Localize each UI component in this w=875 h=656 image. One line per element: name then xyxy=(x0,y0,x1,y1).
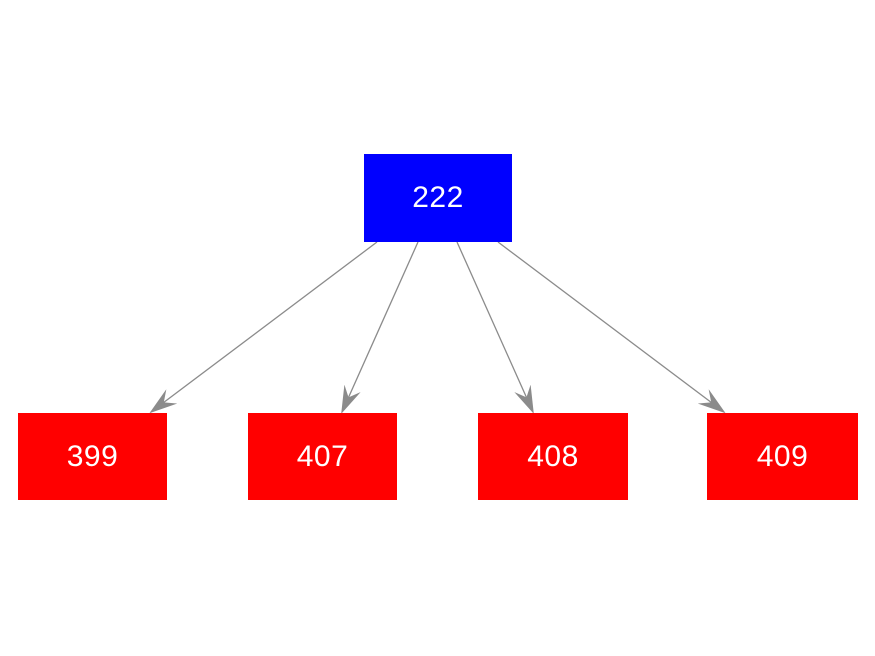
node-label: 408 xyxy=(527,439,579,473)
node-label: 409 xyxy=(756,439,809,473)
node-label: 399 xyxy=(66,439,119,473)
edge-222-to-399 xyxy=(149,241,378,414)
edge-222-to-407 xyxy=(341,241,419,414)
node-407: 407 xyxy=(248,413,397,500)
node-408: 408 xyxy=(478,413,628,500)
edge-222-to-408 xyxy=(456,241,534,414)
node-409: 409 xyxy=(707,413,858,500)
edge-222-to-409 xyxy=(497,241,726,414)
node-399: 399 xyxy=(18,413,167,500)
node-label: 222 xyxy=(412,181,464,214)
node-222: 222 xyxy=(364,154,512,242)
node-label: 407 xyxy=(296,439,349,473)
edges-group xyxy=(149,241,726,414)
